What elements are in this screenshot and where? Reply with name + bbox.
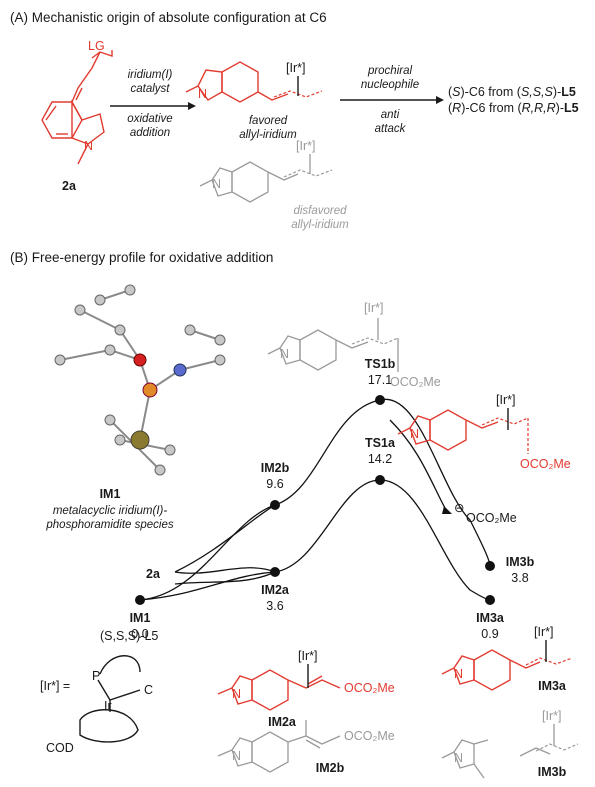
profile-label-im2a: IM2a	[261, 583, 290, 597]
profile-label-ts1a: TS1a	[365, 436, 396, 450]
im2b-mol-label: IM2b	[316, 761, 345, 775]
ts1a-oco2me: OCO₂Me	[520, 457, 571, 471]
profile-energy-ts1a: 14.2	[368, 452, 392, 466]
profile-point-ts1b	[375, 395, 385, 405]
profile-point-im1	[135, 595, 145, 605]
c-atom: C	[144, 683, 153, 697]
step2-above-2: nucleophile	[361, 79, 419, 91]
im2b-structure	[217, 720, 341, 773]
cod-label: COD	[46, 741, 74, 755]
profile-point-ts1a	[375, 475, 385, 485]
ligand-label: (S,S,S)-L5	[100, 629, 158, 643]
profile-point-im2a	[270, 567, 280, 577]
im1-desc-2: phosphoramidite species	[45, 519, 173, 531]
step2-arrowhead	[436, 96, 444, 104]
profile-energy-im3b: 3.8	[511, 571, 528, 585]
profile-label-im3b: IM3b	[506, 555, 535, 569]
energy-profile-curves	[139, 398, 491, 601]
im3a-ir-label: [Ir*]	[534, 625, 553, 639]
leaving-group-label: OCO₂Me	[466, 511, 517, 525]
ts1b-ir-label: [Ir*]	[364, 301, 383, 315]
pathway-b-curve	[139, 398, 491, 601]
disfavored-n-atom: N	[212, 177, 221, 191]
im2b-oco2me: OCO₂Me	[344, 729, 395, 743]
profile-label-im2b: IM2b	[261, 461, 290, 475]
profile-energy-im2a: 3.6	[266, 599, 283, 613]
im3a-structure	[441, 640, 573, 691]
favored-label-2: allyl-iridium	[239, 129, 297, 141]
section-a-title: (A) Mechanistic origin of absolute confi…	[10, 10, 327, 25]
ir-definition-label: [Ir*] =	[40, 679, 70, 693]
im3b-mol-label: IM3b	[538, 765, 567, 779]
im2a-structure	[217, 664, 341, 711]
section-b-title: (B) Free-energy profile for oxidative ad…	[10, 250, 273, 265]
profile-label-im1: IM1	[130, 611, 151, 625]
favored-label-1: favored	[249, 115, 288, 127]
profile-point-im2b	[270, 500, 280, 510]
ir-atom: Ir	[104, 699, 112, 713]
ts1a-ir-label: [Ir*]	[496, 393, 515, 407]
profile-reagent-2a: 2a	[146, 567, 161, 581]
ir-complex-drawing	[79, 655, 141, 743]
disfavored-ir-label: [Ir*]	[296, 139, 315, 153]
result-r: (R)-C6 from (R,R,R)-L5	[448, 101, 579, 115]
disfavored-allyl-iridium-structure	[199, 154, 333, 203]
step1-above-2: catalyst	[131, 83, 171, 95]
im2a-oco2me: OCO₂Me	[344, 681, 395, 695]
step2-above-1: prochiral	[367, 65, 413, 77]
ts1a-structure	[397, 408, 529, 454]
result-s: (S)-C6 from (S,S,S)-L5	[448, 85, 576, 99]
im2a-n-atom: N	[232, 687, 241, 701]
im3b-structure	[441, 724, 579, 779]
profile-point-im3b	[485, 561, 495, 571]
step2-below-1: anti	[381, 109, 400, 121]
profile-points: IM1 0.0 IM2a 3.6 IM2b 9.6 TS1a 14.2 TS1b 17.1IM3a…	[130, 357, 535, 641]
compound-2a-n-atom: N	[84, 139, 93, 153]
step1-below-2: addition	[130, 127, 170, 139]
im3a-n-atom: N	[454, 667, 463, 681]
compound-2a-label: 2a	[62, 179, 77, 193]
profile-energy-ts1b: 17.1	[368, 373, 392, 387]
ts1b-oco2me: OCO₂Me	[390, 375, 441, 389]
profile-energy-im1: 0.0	[131, 627, 148, 641]
profile-label-ts1b: TS1b	[365, 357, 396, 371]
pathway-a-curve	[139, 479, 491, 601]
step1-below-1: oxidative	[127, 113, 172, 125]
leaving-group-arrowhead	[442, 506, 452, 514]
favored-n-atom: N	[198, 87, 207, 101]
im1-desc-1: metalacyclic iridium(I)-	[53, 505, 168, 517]
profile-energy-im3a: 0.9	[481, 627, 498, 641]
im3b-n-atom: N	[454, 751, 463, 765]
im1-name: IM1	[100, 487, 121, 501]
profile-point-im3a	[485, 595, 495, 605]
ts1a-n-atom: N	[410, 427, 419, 441]
im3a-mol-label: IM3a	[538, 679, 567, 693]
im1-atoms	[54, 284, 226, 476]
profile-label-im3a: IM3a	[476, 611, 505, 625]
disfavored-label-1: disfavored	[293, 205, 347, 217]
im2b-n-atom: N	[232, 749, 241, 763]
profile-energy-im2b: 9.6	[266, 477, 283, 491]
step2-below-2: attack	[375, 123, 407, 135]
ts1b-n-atom: N	[280, 347, 289, 361]
ts1b-structure	[267, 318, 399, 372]
im2a-ir-label: [Ir*]	[298, 649, 317, 663]
favored-allyl-iridium-structure	[185, 61, 323, 103]
leaving-group-minus: ⊖	[454, 501, 464, 515]
disfavored-label-2: allyl-iridium	[291, 219, 349, 231]
favored-ir-label: [Ir*]	[286, 61, 305, 75]
step1-above-1: iridium(I)	[128, 69, 173, 81]
compound-2a-structure	[41, 50, 113, 165]
lg-label: LG	[88, 39, 105, 53]
step1-arrowhead	[188, 102, 196, 110]
im3b-ir-label: [Ir*]	[542, 709, 561, 723]
im2a-mol-label: IM2a	[268, 715, 297, 729]
p-atom: P	[92, 669, 100, 683]
